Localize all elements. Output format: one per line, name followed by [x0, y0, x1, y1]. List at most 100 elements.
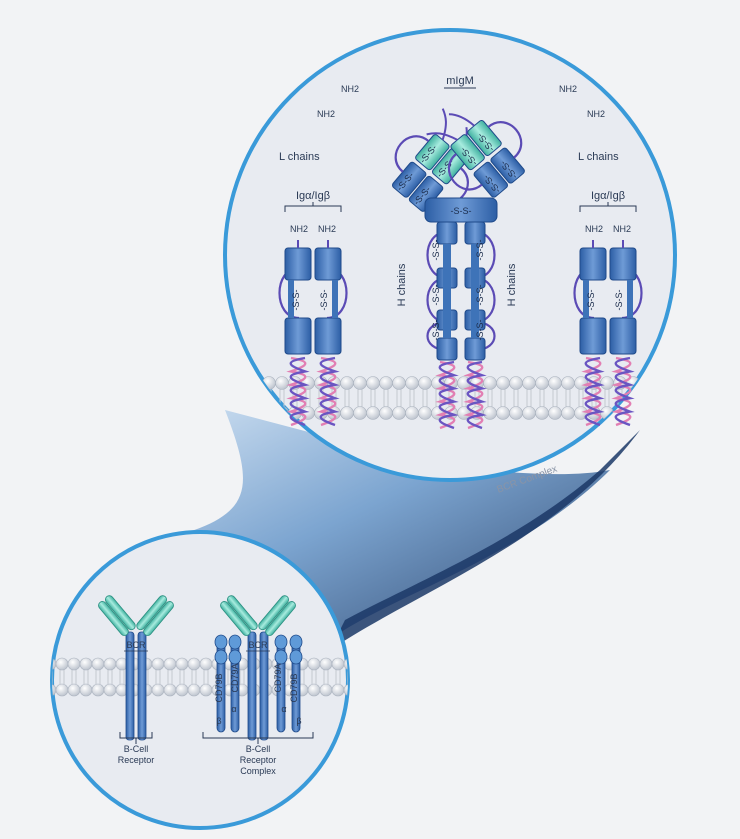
light-chain	[265, 601, 296, 636]
lipid-head	[366, 406, 380, 420]
nh2-label: NH2	[585, 224, 603, 234]
ig-domain	[284, 317, 312, 355]
heavy-chain-arm	[136, 595, 167, 631]
helix-strand	[463, 360, 484, 430]
lipid-head	[639, 406, 653, 420]
heavy-chain-arm	[105, 595, 136, 631]
ig-domain	[609, 317, 637, 355]
lipid-head	[319, 657, 333, 671]
disulfide-bond-label: -S-S-	[451, 206, 472, 216]
ig-alpha-beta-heterodimer: -S-S--S-S-	[573, 202, 643, 427]
bracket	[579, 202, 637, 212]
constant-domain	[391, 161, 427, 198]
light-chain	[143, 601, 174, 636]
alpha-label: α	[281, 704, 286, 714]
lipid-head	[343, 657, 348, 671]
caption-bracket	[202, 732, 314, 744]
lipid-head	[175, 657, 189, 671]
lipid-head	[151, 683, 165, 697]
lipid-head	[163, 683, 177, 697]
lipid-head	[103, 657, 117, 671]
lipid-head	[405, 376, 419, 390]
lipid-head	[392, 406, 406, 420]
lipid-head	[331, 657, 345, 671]
lipid-head	[151, 657, 165, 671]
lipid-head	[548, 406, 562, 420]
heavy-chain	[137, 631, 147, 741]
cd79b-label: CD79B	[289, 673, 299, 702]
bracket	[284, 202, 342, 212]
heavy-chain	[247, 631, 257, 741]
cell-membrane-overview	[50, 530, 350, 830]
lipid-head	[52, 657, 57, 671]
heavy-chain-arm	[258, 595, 289, 631]
b-cell-receptor-complex-caption: B-Cell	[246, 744, 271, 754]
lipid-head	[379, 406, 393, 420]
lipid-head	[340, 376, 354, 390]
lipid-head	[418, 406, 432, 420]
lipid-head	[55, 657, 69, 671]
disulfide-bond-label: -S-S-	[431, 320, 441, 341]
helix-strand	[316, 356, 337, 427]
fab-arm	[98, 595, 136, 636]
lipid-head	[379, 376, 393, 390]
constant-domain	[473, 161, 509, 198]
ig-alpha-beta-label-right: Igα/Igβ	[591, 190, 625, 202]
cd79-domain	[274, 634, 288, 650]
h-chains-label-left: H chains	[396, 263, 408, 306]
lipid-head	[236, 376, 250, 390]
ig-domain	[609, 247, 637, 281]
lipid-head	[307, 657, 321, 671]
l-chains-label-left: L chains	[279, 151, 320, 163]
lipid-head	[535, 376, 549, 390]
chain-terminus	[441, 108, 447, 141]
cd79b-chain	[289, 634, 303, 733]
lipid-head	[353, 406, 367, 420]
disulfide-bond-label: -S-S-	[319, 290, 329, 311]
cd79-domain	[214, 649, 228, 665]
lipid-head	[366, 376, 380, 390]
lipid-head	[535, 406, 549, 420]
nh2-label: NH2	[318, 224, 336, 234]
chain-terminus	[448, 113, 475, 127]
lipid-head	[52, 683, 57, 697]
lipid-head	[91, 657, 105, 671]
domain-loop	[448, 153, 483, 191]
fab-arm: -S-S--S-S--S-S--S-S-	[426, 113, 525, 198]
ig-domain	[314, 317, 342, 355]
cd79b-label: CD79B	[214, 673, 224, 702]
domain-loop	[394, 135, 430, 173]
lipid-head	[225, 376, 237, 390]
cd79-domain	[289, 634, 303, 650]
lipid-head	[561, 376, 575, 390]
lipid-head	[652, 376, 666, 390]
migm-antibody: -S-S--S-S--S-S--S-S--S-S--S-S--S-S--S-S-…	[391, 108, 525, 430]
lipid-head	[262, 406, 276, 420]
chain-terminus	[426, 132, 458, 141]
lipid-head	[307, 683, 321, 697]
lipid-head	[319, 683, 333, 697]
b-cell-receptor-caption: B-Cell	[124, 744, 149, 754]
ig-alpha-beta-heterodimer: -S-S--S-S-	[278, 202, 348, 427]
lipid-head	[79, 683, 93, 697]
cd79a-chain	[228, 634, 242, 733]
zoom-funnel	[140, 410, 610, 640]
disulfide-bond-label: -S-S-	[475, 285, 485, 306]
lipid-head	[509, 406, 523, 420]
lipid-head	[91, 683, 105, 697]
cd79-domain	[274, 649, 288, 665]
ig-domain	[579, 247, 607, 281]
helix-strand	[584, 356, 605, 427]
lipid-head	[665, 376, 675, 390]
lipid-head	[340, 406, 354, 420]
b-cell-receptor-complex-caption: Complex	[240, 766, 276, 776]
lipid-head	[275, 376, 289, 390]
ig-alpha-beta-label-left: Igα/Igβ	[296, 190, 330, 202]
caption-bracket	[119, 732, 153, 744]
nh2-label: NH2	[290, 224, 308, 234]
cd79a-chain	[274, 634, 288, 733]
heavy-chain-arm	[227, 595, 258, 631]
cd79a-label: CD79A	[273, 663, 283, 692]
disulfide-bond-label: -S-S-	[614, 290, 624, 311]
